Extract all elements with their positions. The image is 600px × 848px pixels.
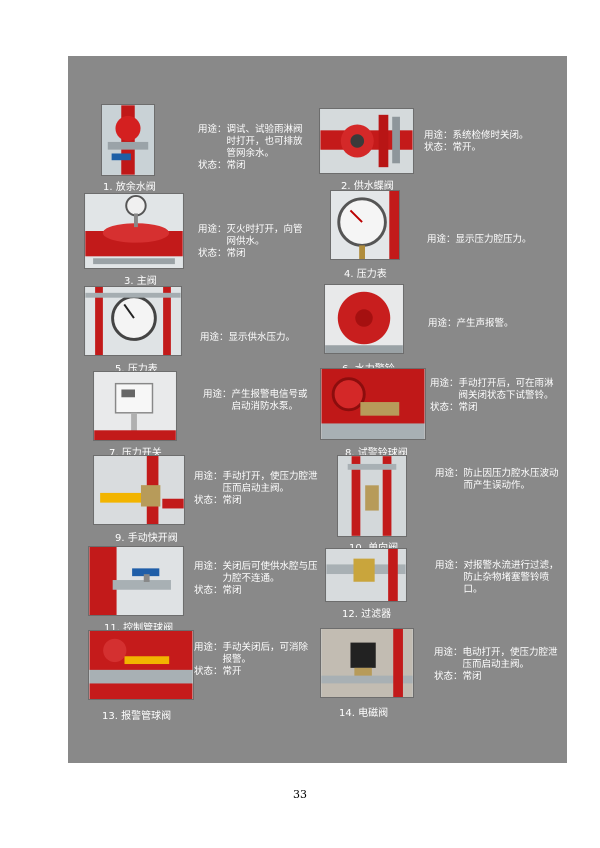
test-bell-valve-icon [321,369,425,439]
use-label: 用途： [203,389,232,400]
use-label: 用途： [434,647,463,658]
use-label: 用途： [428,318,457,329]
item-2-state: 常开。 [452,142,482,153]
state-label: 状态： [194,666,223,677]
solenoid-valve-icon [321,629,413,697]
item-11-state: 常闭 [222,585,242,596]
item-3-caption: 3. 主阀 [124,276,157,287]
item-6-description: 用途：产生声报警。 [428,318,558,330]
item-4-description: 用途：显示压力腔压力。 [427,234,557,246]
butterfly-valve-icon [320,109,413,173]
item-8-state: 常闭 [458,402,478,413]
quick-open-valve-photo [93,455,185,525]
state-label: 状态： [198,160,227,171]
item-10-description: 用途：防止因压力腔水压波动 而产生误动作。 [435,468,565,492]
item-7-use: 产生报警电信号或 启动消防水泵。 [231,389,308,412]
item-3-state: 常闭 [226,248,246,259]
item-10-use: 防止因压力腔水压波动 而产生误动作。 [463,468,559,491]
page-number: 33 [293,788,307,801]
item-4-use: 显示压力腔压力。 [455,234,532,245]
pressure-switch-photo [93,371,177,441]
use-label: 用途： [198,224,227,235]
item-7-caption: 7. 压力开关 [109,448,162,459]
item-12-description: 用途：对报警水流进行过滤， 防止杂物堵塞警铃喷 口。 [435,560,565,596]
alarm-bell-icon [325,285,403,353]
item-9-caption: 9. 手动快开阀 [115,533,178,544]
check-valve-icon [338,456,406,536]
use-label: 用途： [200,332,229,343]
butterfly-valve-photo [319,108,414,174]
item-14-state: 常闭 [462,671,482,682]
state-label: 状态： [194,585,223,596]
item-13-use: 手动关闭后，可消除 报警。 [222,642,309,665]
drain-valve-icon [102,105,154,175]
use-label: 用途： [424,130,453,141]
item-13-state: 常开 [222,666,242,677]
item-3-description: 用途：灭火时打开，向管 网供水。 状态：常闭 [198,224,313,260]
pressure-gauge-icon [85,287,181,355]
item-14-caption: 14. 电磁阀 [339,708,389,719]
item-2-use: 系统检修时关闭。 [452,130,529,141]
item-1-description: 用途：调试、试验雨淋阀 时打开，也可排放 管网余水。 状态：常闭 [198,124,318,172]
alarm-bell-photo [324,284,404,354]
item-1-caption: 1. 放余水阀 [103,182,156,193]
item-2-description: 用途：系统检修时关闭。 状态：常开。 [424,130,554,154]
quick-open-valve-icon [94,456,184,524]
item-13-caption: 13. 报警管球阀 [102,711,172,722]
item-8-use: 手动打开后，可在雨淋 阀关闭状态下试警铃。 [458,378,554,401]
use-label: 用途： [194,642,223,653]
item-11-description: 用途：关闭后可使供水腔与压 力腔不连通。 状态：常闭 [194,561,324,597]
item-8-caption: 8. 试警铃球阀 [345,448,408,459]
item-4-caption: 4. 压力表 [344,269,387,280]
item-12-caption: 12. 过滤器 [342,609,392,620]
control-ball-valve-icon [89,547,183,615]
control-ball-valve-photo [88,546,184,616]
use-label: 用途： [435,560,464,571]
check-valve-photo [337,455,407,537]
alarm-ball-valve-photo [88,630,194,700]
item-1-use: 调试、试验雨淋阀 时打开，也可排放 管网余水。 [226,124,303,159]
state-label: 状态： [194,495,223,506]
item-1-state: 常闭 [226,160,246,171]
drain-valve-photo [101,104,155,176]
main-valve-photo [84,193,184,269]
item-5-use: 显示供水压力。 [228,332,296,343]
item-9-use: 手动打开，使压力腔泄 压而启动主阀。 [222,471,318,494]
state-label: 状态： [434,671,463,682]
state-label: 状态： [198,248,227,259]
filter-photo [325,548,407,602]
filter-icon [326,549,406,601]
solenoid-valve-photo [320,628,414,698]
item-11-use: 关闭后可使供水腔与压 力腔不连通。 [222,561,318,584]
item-6-use: 产生声报警。 [456,318,514,329]
item-3-use: 灭火时打开，向管 网供水。 [226,224,303,247]
item-9-description: 用途：手动打开，使压力腔泄 压而启动主阀。 状态：常闭 [194,471,324,507]
state-label: 状态： [424,142,453,153]
pressure-gauge-icon [331,191,399,259]
use-label: 用途： [198,124,227,135]
use-label: 用途： [194,561,223,572]
item-14-use: 电动打开，使压力腔泄 压而启动主阀。 [462,647,558,670]
test-bell-valve-photo [320,368,426,440]
item-11-caption: 11. 控制管球阀 [104,623,174,634]
item-13-description: 用途：手动关闭后，可消除 报警。 状态：常开 [194,642,324,678]
item-12-use: 对报警水流进行过滤， 防止杂物堵塞警铃喷 口。 [463,560,559,595]
item-14-description: 用途：电动打开，使压力腔泄 压而启动主阀。 状态：常闭 [434,647,564,683]
use-label: 用途： [427,234,456,245]
use-label: 用途： [194,471,223,482]
item-5-description: 用途：显示供水压力。 [200,332,320,344]
item-2-caption: 2. 供水蝶阀 [341,181,394,192]
pressure-gauge-photo [330,190,400,260]
pressure-gauge-photo [84,286,182,356]
item-5-caption: 5. 压力表 [115,364,158,375]
item-7-description: 用途：产生报警电信号或 启动消防水泵。 [203,389,328,413]
use-label: 用途： [435,468,464,479]
alarm-ball-valve-icon [89,631,193,699]
item-9-state: 常闭 [222,495,242,506]
use-label: 用途： [430,378,459,389]
state-label: 状态： [430,402,459,413]
main-valve-icon [85,194,183,268]
item-8-description: 用途：手动打开后，可在雨淋 阀关闭状态下试警铃。 状态：常闭 [430,378,565,414]
pressure-switch-icon [94,372,176,440]
